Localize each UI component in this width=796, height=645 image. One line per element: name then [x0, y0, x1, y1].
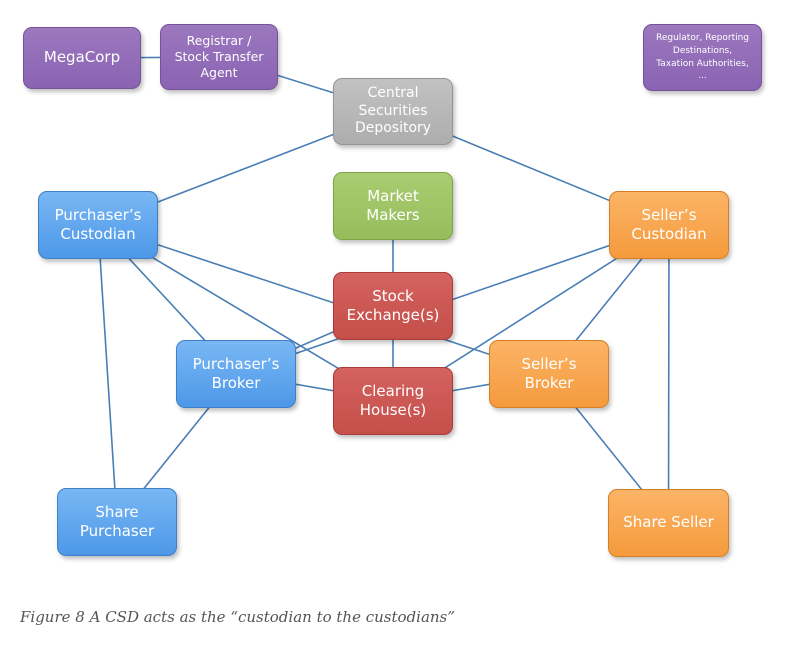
node-label-line: Purchaser’s [192, 354, 280, 373]
node-label-line: Seller’s [521, 354, 577, 373]
node-label-line: Agent [200, 65, 238, 80]
node-label-line: Destinations, [672, 45, 733, 56]
node-label-line: Custodian [60, 225, 136, 243]
node-label-line: Broker [524, 374, 574, 392]
edge-purchasers_custodian-share_purchaser [97, 224, 118, 523]
node-label-line: Stock [372, 286, 414, 305]
edge-sellers_custodian-share_seller [667, 224, 670, 524]
node-label-line: Share Seller [623, 513, 714, 532]
node-label-line: MegaCorp [43, 48, 121, 67]
node-label-line: Taxation Authorities, [656, 58, 749, 69]
node-share-seller: Share Seller [608, 489, 729, 557]
node-label-line: Central [367, 84, 419, 101]
node-label-line: Exchange(s) [346, 306, 440, 324]
node-megacorp: MegaCorp [23, 27, 141, 89]
node-label-line: Depository [354, 120, 432, 137]
node-label-line: Clearing [361, 381, 425, 400]
node-label-line: Purchaser’s [54, 205, 142, 224]
node-label-line: Securities [358, 102, 428, 119]
node-label-line: Market [367, 186, 419, 205]
node-label-line: Custodian [631, 225, 707, 243]
node-label-line: Seller’s [641, 205, 697, 224]
edge-purchasers_custodian-sellers_broker [97, 224, 550, 375]
node-label-line: Share [95, 502, 139, 521]
node-label-line: Makers [366, 206, 420, 224]
node-label-line: Stock Transfer [174, 49, 264, 64]
node-label-line: Purchaser [79, 522, 155, 540]
node-label-line: Regulator, Reporting [655, 33, 750, 44]
figure-caption: Figure 8 A CSD acts as the “custodian to… [20, 608, 455, 626]
node-label-line: Registrar / [186, 33, 252, 48]
node-label-line: House(s) [359, 401, 427, 419]
node-label-line: Broker [211, 374, 261, 392]
node-label-line: ... [698, 71, 707, 82]
